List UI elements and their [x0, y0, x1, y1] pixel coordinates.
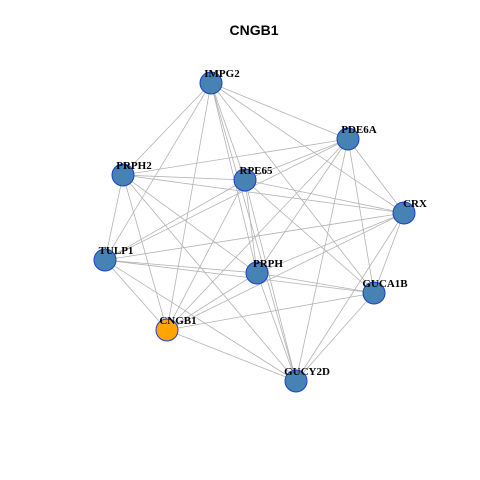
- edge-impg2-gucy2d: [210, 82, 297, 382]
- edge-prph2-rpe65: [122, 174, 246, 181]
- node-cngb1[interactable]: [155, 318, 179, 342]
- edge-guca1b-cngb1: [166, 292, 375, 331]
- edge-prph-gucy2d: [256, 272, 297, 382]
- edge-impg2-pde6a: [210, 82, 349, 140]
- edge-impg2-guca1b: [210, 82, 375, 294]
- node-label-rpe65: RPE65: [240, 165, 274, 177]
- edge-pde6a-cngb1: [166, 138, 349, 331]
- edge-prph-guca1b: [256, 272, 375, 294]
- edge-crx-cngb1: [166, 212, 405, 331]
- edge-tulp1-cngb1: [104, 259, 168, 331]
- node-label-prph2: PRPH2: [116, 160, 152, 172]
- edge-impg2-crx: [210, 82, 405, 214]
- edge-prph2-prph: [122, 174, 258, 274]
- edge-prph2-tulp1: [104, 174, 124, 261]
- node-rpe65[interactable]: [233, 168, 257, 192]
- node-pde6a[interactable]: [336, 127, 360, 151]
- edge-tulp1-guca1b: [104, 259, 375, 294]
- node-gucy2d[interactable]: [284, 369, 308, 393]
- edge-impg2-cngb1: [166, 82, 212, 331]
- edge-prph2-cngb1: [122, 174, 168, 331]
- edge-crx-tulp1: [104, 212, 405, 261]
- edge-prph2-gucy2d: [122, 174, 297, 382]
- edge-guca1b-gucy2d: [295, 292, 375, 382]
- edge-rpe65-tulp1: [104, 179, 246, 261]
- edge-crx-guca1b: [373, 212, 405, 294]
- edge-pde6a-gucy2d: [295, 138, 349, 382]
- edge-tulp1-prph: [104, 259, 258, 274]
- edge-crx-prph: [256, 212, 405, 274]
- node-label-cngb1: CNGB1: [159, 315, 196, 327]
- node-label-impg2: IMPG2: [204, 68, 240, 80]
- nodes-layer: [93, 71, 416, 393]
- edge-impg2-prph2: [122, 82, 212, 176]
- node-label-tulp1: TULP1: [99, 245, 134, 257]
- node-label-crx: CRX: [403, 198, 427, 210]
- edges-layer: [104, 82, 405, 382]
- edge-pde6a-prph: [256, 138, 349, 274]
- edge-prph-cngb1: [166, 272, 258, 331]
- node-crx[interactable]: [392, 201, 416, 225]
- edge-rpe65-crx: [244, 179, 405, 214]
- node-tulp1[interactable]: [93, 248, 117, 272]
- edge-pde6a-prph2: [122, 138, 349, 176]
- edge-tulp1-gucy2d: [104, 259, 297, 382]
- edge-rpe65-cngb1: [166, 179, 246, 331]
- node-label-gucy2d: GUCY2D: [284, 366, 330, 378]
- node-label-guca1b: GUCA1B: [362, 278, 408, 290]
- edge-rpe65-prph: [244, 179, 258, 274]
- edge-rpe65-guca1b: [244, 179, 375, 294]
- node-label-pde6a: PDE6A: [341, 124, 377, 136]
- edge-impg2-tulp1: [104, 82, 212, 261]
- node-impg2[interactable]: [199, 71, 223, 95]
- edge-pde6a-tulp1: [104, 138, 349, 261]
- edge-prph2-crx: [122, 174, 405, 214]
- node-guca1b[interactable]: [362, 281, 386, 305]
- node-prph2[interactable]: [111, 163, 135, 187]
- edge-pde6a-rpe65: [244, 138, 349, 181]
- edge-impg2-rpe65: [210, 82, 246, 181]
- edge-pde6a-crx: [347, 138, 405, 214]
- edge-cngb1-gucy2d: [166, 329, 297, 382]
- graph-title: CNGB1: [229, 22, 278, 38]
- edge-pde6a-guca1b: [347, 138, 375, 294]
- node-prph[interactable]: [245, 261, 269, 285]
- node-label-prph: PRPH: [253, 258, 283, 270]
